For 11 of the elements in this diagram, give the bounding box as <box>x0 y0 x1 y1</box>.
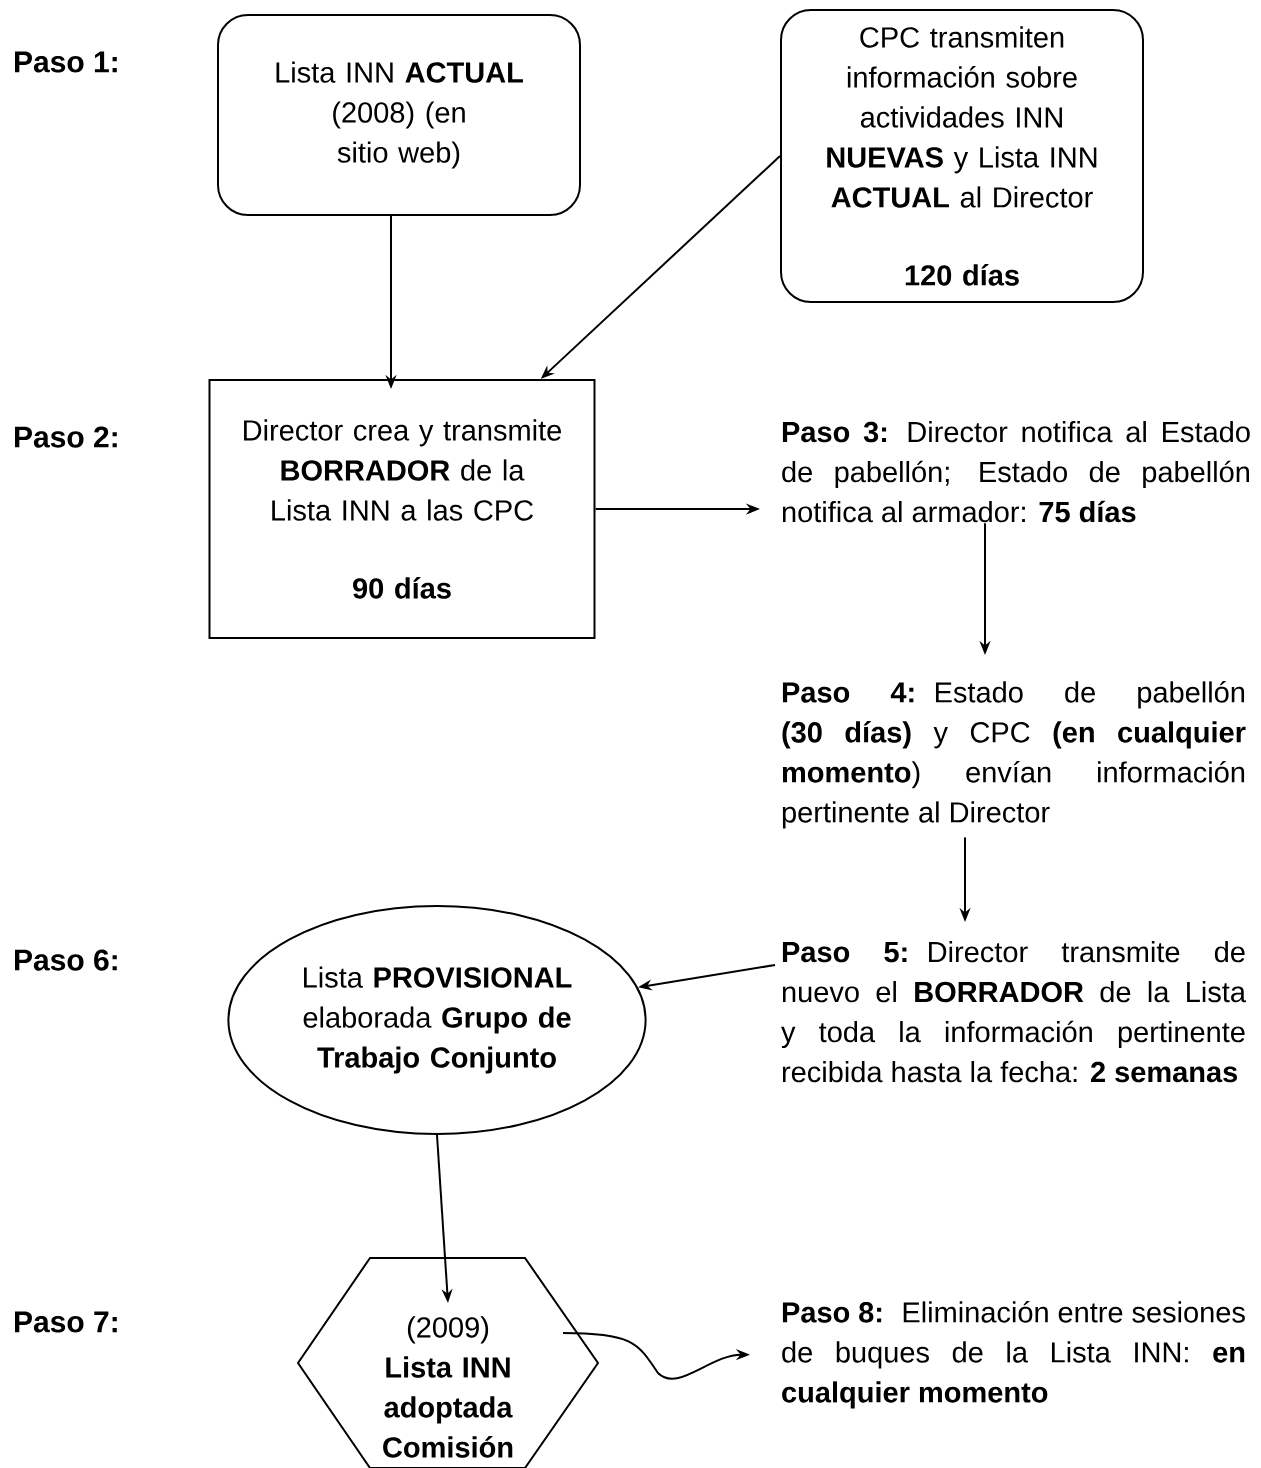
step-label: Paso 2: <box>15 426 117 448</box>
step-text: Paso 5: Director transmite de nuevo el BORRADOR de la Lista y toda la información pertinente recibida hasta la fecha: 2 semanas <box>781 941 1246 1083</box>
rounded-box: Lista INN ACTUAL (2008) (en sitio web) <box>217 14 581 216</box>
step-text: Paso 4: Estado de pabellón (30 días) y CPC (en cualquier momento) envían información pertinente al Director <box>782 681 1246 829</box>
rounded-box: CPC transmiten información sobre actividades INN NUEVAS y Lista INN ACTUAL al Director 120 días <box>780 9 1144 303</box>
process-box: Director crea y transmite BORRADOR de la Lista INN a las CPC 90 días <box>208 379 596 639</box>
step-label: Paso 6: <box>15 949 117 971</box>
step-label: Paso 7: <box>15 1311 117 1333</box>
step-text: Paso 3: Director notifica al Estado de pabellón; Estado de pabellón notifica al armador: 75 días <box>782 421 1250 523</box>
step-label: Paso 1: <box>15 51 117 73</box>
step-text: Paso 8: Eliminación entre sesiones de buques de la Lista INN: en cualquier momento <box>782 1301 1245 1409</box>
